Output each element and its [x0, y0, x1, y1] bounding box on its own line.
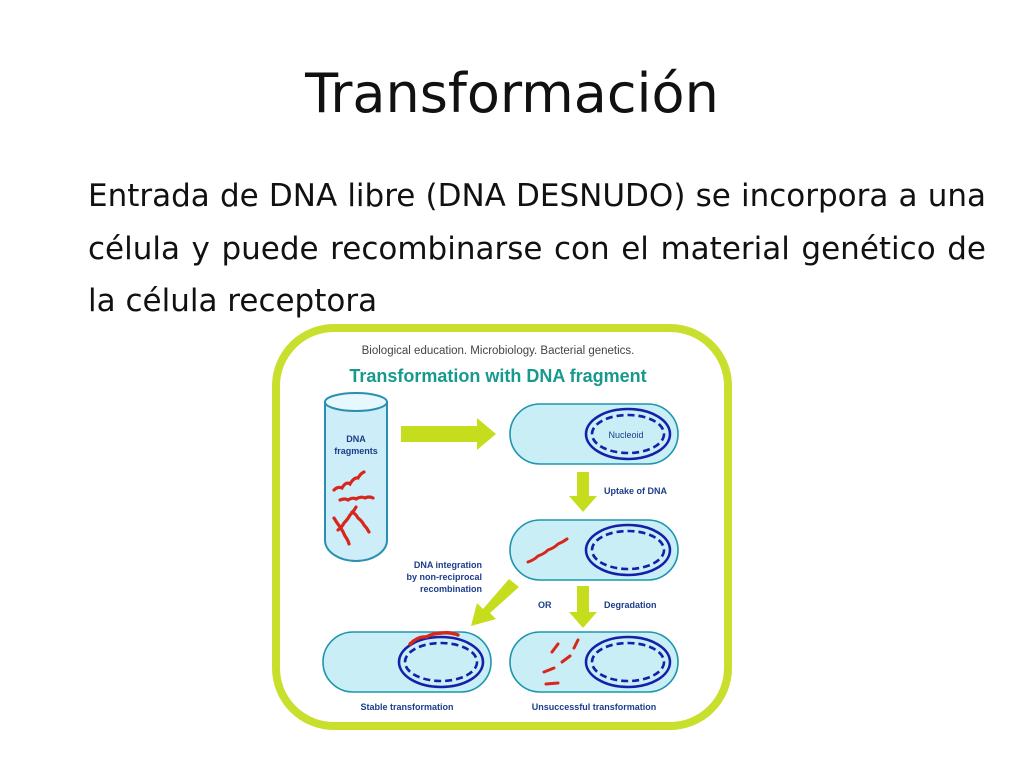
integration-label-line3: recombination [420, 584, 482, 594]
dna-in-cells [408, 537, 580, 686]
or-label: OR [538, 600, 552, 610]
slide-body-text: Entrada de DNA libre (DNA DESNUDO) se in… [88, 178, 986, 318]
integration-label-line2: by non-reciprocal [406, 572, 482, 582]
diagram-header: Biological education. Microbiology. Bact… [362, 345, 635, 357]
transformation-diagram: Biological education. Microbiology. Bact… [272, 324, 732, 730]
uptake-label: Uptake of DNA [604, 486, 668, 496]
slide-title: Transformación [305, 62, 719, 125]
tube-label-line2: fragments [334, 446, 378, 456]
stable-transformation-label: Stable transformation [360, 702, 453, 712]
unsuccessful-transformation-label: Unsuccessful transformation [532, 702, 657, 712]
nucleoid-label: Nucleoid [608, 430, 643, 440]
cells [322, 403, 679, 693]
dna-fragments [332, 470, 375, 546]
degradation-label: Degradation [604, 600, 657, 610]
diagram-title: Transformation with DNA fragment [349, 366, 646, 386]
flow-arrows [401, 418, 597, 628]
nucleoid-dna [397, 407, 672, 689]
test-tube [324, 392, 388, 562]
integration-label-line1: DNA integration [414, 560, 482, 570]
tube-label-line1: DNA [346, 434, 366, 444]
